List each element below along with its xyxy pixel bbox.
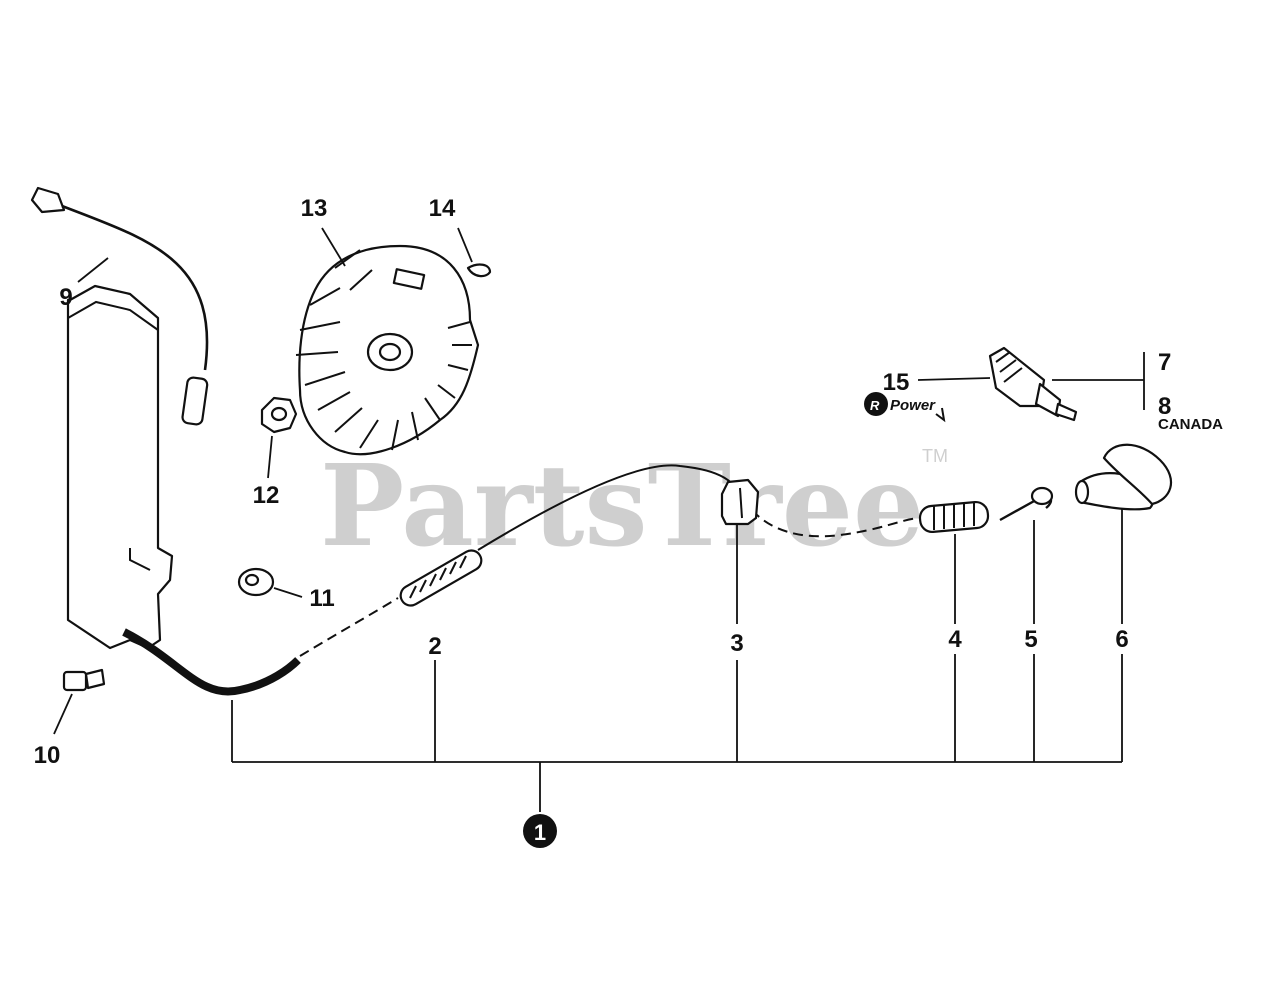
part-11-spacer[interactable] [237, 567, 303, 598]
spark-plug[interactable] [917, 346, 1145, 422]
label-10: 10 [34, 742, 61, 769]
label-1: 1 [534, 820, 546, 845]
label-14: 14 [429, 195, 456, 222]
label-7: 7 [1158, 349, 1171, 376]
part-3-grommet[interactable] [720, 478, 760, 526]
part-12-nut[interactable] [260, 396, 298, 479]
part-5-spring-clip[interactable] [999, 486, 1054, 522]
kit-bracket [231, 508, 1123, 812]
label-12: 12 [253, 482, 280, 509]
label-canada: CANADA [1158, 416, 1223, 433]
repower-logo-mark: R [870, 398, 880, 413]
part-14-key[interactable] [457, 227, 492, 278]
repower-logo-text: Power [890, 397, 936, 414]
repower-logo: R Power [864, 392, 946, 423]
label-5: 5 [1024, 626, 1037, 653]
label-9: 9 [59, 284, 72, 311]
part-6-spark-plug-boot[interactable] [1074, 443, 1172, 511]
label-3: 3 [730, 630, 743, 657]
label-15: 15 [883, 369, 910, 396]
ignition-lead-dashed [299, 597, 399, 657]
label-2: 2 [428, 633, 441, 660]
ignition-coil[interactable] [66, 284, 301, 696]
label-6: 6 [1115, 626, 1128, 653]
part-2-spring[interactable] [397, 547, 485, 609]
watermark: PartsTree TM [320, 441, 948, 572]
part-4-spring[interactable] [918, 500, 990, 534]
label-4: 4 [948, 626, 962, 653]
watermark-text: PartsTree [320, 441, 924, 572]
ignition-lead-dashed-2 [751, 509, 919, 538]
label-13: 13 [301, 195, 328, 222]
callout-1-kit[interactable]: 1 [523, 814, 557, 848]
part-9-stop-wire[interactable] [30, 186, 209, 426]
part-13-flywheel[interactable] [295, 227, 480, 456]
label-8: 8 [1158, 393, 1171, 420]
part-10-screw[interactable] [53, 668, 106, 735]
watermark-trademark: TM [922, 446, 948, 466]
label-11: 11 [309, 585, 334, 612]
